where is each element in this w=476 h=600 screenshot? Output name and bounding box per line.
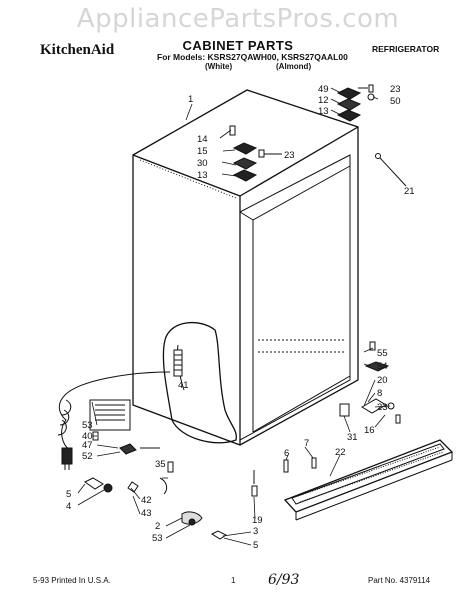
callout-21: 21 [404,186,415,197]
side-cutout [162,321,237,444]
screw-21 [375,153,407,187]
callout-55: 55 [377,348,388,359]
callout-7: 7 [304,438,309,449]
callout-2: 2 [155,521,160,532]
callout-23c: 23 [377,402,388,413]
callout-47: 47 [82,440,93,451]
lower-hinge-assembly [339,341,401,424]
callout-12: 12 [318,95,329,106]
model-list: For Models: KSRS27QAWH00, KSRS27QAAL00 [157,52,348,62]
page-title: CABINET PARTS [182,38,294,53]
page-number: 1 [231,576,236,585]
callout-20: 20 [377,375,388,386]
mid-hinge-assembly [229,125,282,182]
callout-23: 23 [390,84,401,95]
callout-3: 3 [253,526,258,537]
model-white-note: (White) [205,62,233,71]
callout-41: 41 [178,380,189,391]
callout-40: 40 [82,431,93,442]
callout-labels: 1 49 23 12 50 13 14 15 23 30 13 21 41 55… [66,84,415,551]
toe-grille [283,439,454,521]
callout-13: 13 [318,106,329,117]
watermark: AppliancePartsPros.com [76,4,400,34]
callout-13b: 13 [197,170,208,181]
callout-23b: 23 [284,150,295,161]
callout-30: 30 [197,158,208,169]
callout-6: 6 [284,448,289,459]
brand-logo: KitchenAid [40,42,115,58]
callout-16: 16 [364,425,375,436]
left-small-parts [84,399,227,540]
callout-8: 8 [377,388,382,399]
callout-43: 43 [141,508,152,519]
callout-53: 53 [82,420,93,431]
callout-4: 4 [66,501,71,512]
callout-52: 52 [82,451,93,462]
part-number: Part No. 4379114 [368,576,431,585]
callout-31: 31 [347,432,358,443]
handwritten-date: 6/93 [268,572,300,588]
callout-22: 22 [335,447,346,458]
power-cord [57,371,171,470]
callout-35: 35 [155,459,166,470]
model-almond-note: (Almond) [276,62,312,71]
top-hinge-assembly [336,84,375,122]
appliance-category: REFRIGERATOR [372,44,440,54]
callout-53b: 53 [152,533,163,544]
callout-42: 42 [141,495,152,506]
cabinet-shell [132,89,359,446]
bottom-center-parts [251,457,317,497]
print-date: 5-93 Printed In U.S.A. [33,576,111,585]
callout-49: 49 [318,84,329,95]
callout-14: 14 [197,134,208,145]
callout-5b: 5 [253,540,258,551]
callout-1: 1 [188,94,193,105]
callout-15: 15 [197,146,208,157]
callout-5: 5 [66,489,71,500]
callout-19: 19 [252,515,263,526]
callout-50: 50 [390,96,401,107]
leader-lines [77,87,391,546]
callout-54: 54 [377,361,388,372]
